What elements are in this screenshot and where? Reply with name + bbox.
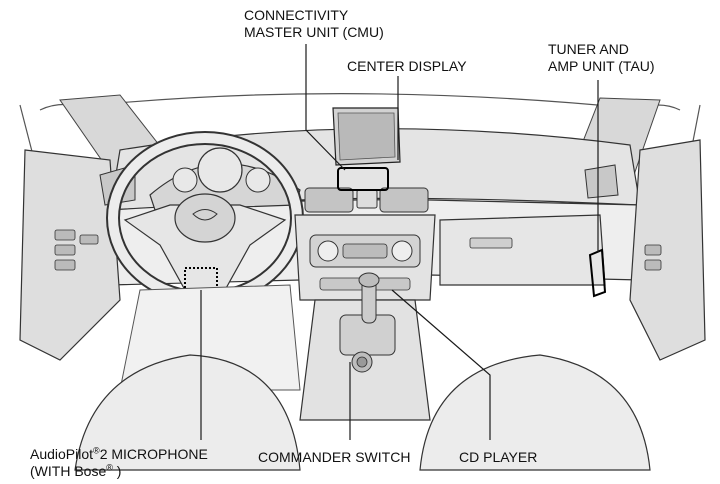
center-vents [304,187,429,213]
microphone-label-line2: (WITH Bose® ) [30,463,208,480]
callout-lines [200,44,599,440]
left-seat [74,354,301,471]
right-side-vent [584,164,619,199]
mic-registered-1: ® [93,445,100,456]
cd-player-label-text: CD PLAYER [459,449,538,465]
cd-player-leader [391,289,491,440]
center-console [299,272,431,421]
tau-label-line2: AMP UNIT (TAU) [548,58,655,74]
left-door-switches [54,229,99,271]
tau-label: TUNER AND AMP UNIT (TAU) [548,41,655,75]
cd-player-label: CD PLAYER [459,449,537,466]
commander-switch-label: COMMANDER SWITCH [258,449,410,466]
mic-text-b: 2 MICROPHONE [99,446,208,462]
right-door-panel [629,139,706,361]
cmu-leader [305,44,346,171]
mic-registered-2: ® [106,462,113,473]
center-display-label-text: CENTER DISPLAY [347,58,467,74]
center-display-label: CENTER DISPLAY [347,58,467,75]
mic-text-a: AudioPilot [30,446,94,462]
glove-box-handle [469,237,513,249]
microphone-label-line1: AudioPilot®2 MICROPHONE [30,446,208,463]
cmu-label-line1: CONNECTIVITY [244,7,349,23]
mic-text-d: ) [112,463,122,479]
tau-label-line1: TUNER AND [548,41,629,57]
cmu-label-line2: MASTER UNIT (CMU) [244,24,384,40]
right-seat [419,354,651,471]
glove-box [439,214,606,286]
right-door-switches [644,244,662,271]
microphone-label: AudioPilot®2 MICROPHONE (WITH Bose® ) [30,446,208,480]
commander-switch-label-text: COMMANDER SWITCH [258,449,411,465]
cmu-highlight [337,167,389,191]
cmu-label: CONNECTIVITY MASTER UNIT (CMU) [244,7,384,41]
center-display [332,107,401,166]
mic-text-c: (WITH Bose [30,463,107,479]
